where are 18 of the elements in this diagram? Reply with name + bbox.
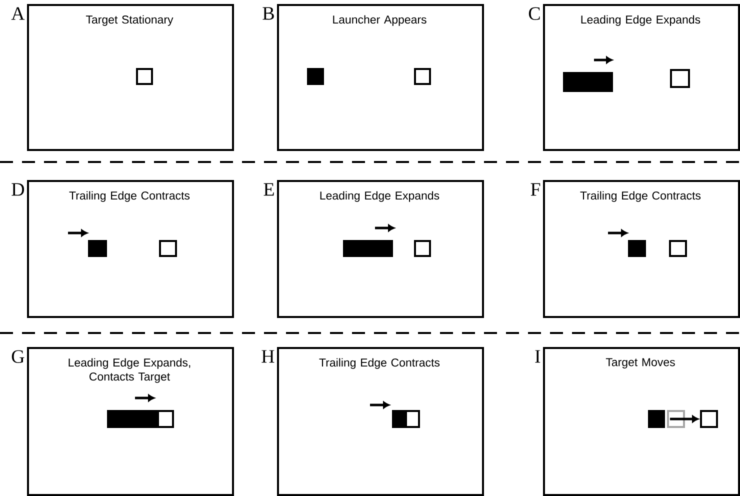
- panel-letter: G: [12, 350, 24, 363]
- panel-letter: A: [11, 7, 25, 20]
- panel-letter: H: [262, 350, 274, 363]
- panel-letter: I: [535, 350, 540, 363]
- panel-title: Launcher Appears: [333, 15, 426, 26]
- panel-letter: B: [262, 7, 274, 20]
- panel-letter: F: [530, 183, 540, 196]
- panel-title: Leading Edge Expands, Contacts Target: [68, 358, 190, 383]
- panel-title: Target Stationary: [86, 15, 174, 26]
- panel-letter: C: [528, 7, 540, 20]
- panel-title: Trailing Edge Contracts: [319, 358, 440, 369]
- panel-letter: D: [12, 183, 24, 196]
- panel-title: Trailing Edge Contracts: [69, 191, 190, 202]
- panel-title: Trailing Edge Contracts: [580, 191, 701, 202]
- panel-title: Target Moves: [606, 358, 675, 368]
- panel-letter: E: [264, 183, 274, 196]
- panel-title: Leading Edge Expands: [581, 15, 700, 26]
- panel-title: Leading Edge Expands: [320, 191, 440, 202]
